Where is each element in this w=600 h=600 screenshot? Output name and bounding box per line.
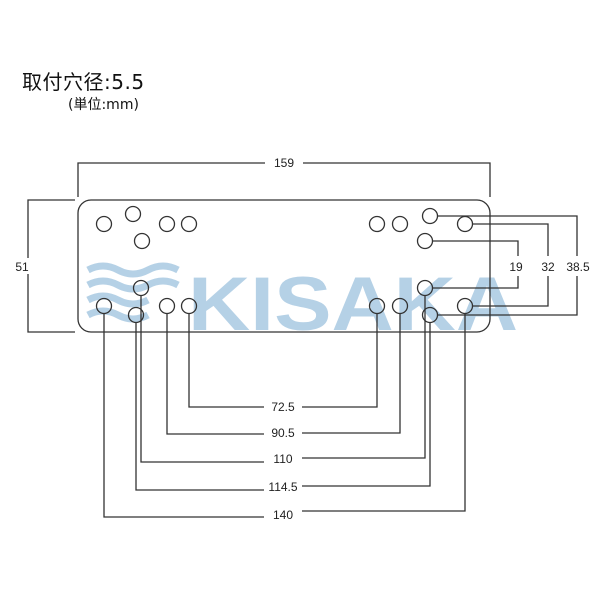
dim-label-38-5: 38.5 [566,260,590,274]
watermark-text: KISAKA [188,262,518,347]
mounting-hole-diameter-title: 取付穴径:5.5 [22,70,145,94]
dimension-140: 140 [103,313,466,522]
dimension-110: 110 [140,295,426,466]
mounting-hole [124,205,142,223]
dimension-height: 51 [10,199,75,333]
dimension-38-5: 38.5 [437,215,590,316]
dimension-72-5: 72.5 [188,313,378,414]
unit-label: (単位:mm) [68,97,139,113]
dimension-19: 19 [432,240,523,289]
mounting-hole [368,215,386,233]
mounting-hole [456,215,474,233]
mounting-hole [95,215,113,233]
dim-label-51: 51 [15,260,29,274]
mounting-hole [180,215,198,233]
kisaka-watermark-logo: KISAKA [86,262,518,347]
dim-label-110: 110 [273,452,292,466]
dim-label-19: 19 [509,260,523,274]
dim-label-72-5: 72.5 [271,400,295,414]
mounting-hole [391,215,409,233]
mounting-hole [158,215,176,233]
plate-outline [77,199,491,333]
dim-label-90-5: 90.5 [271,426,295,440]
mounting-hole [158,297,176,315]
mounting-hole [416,232,434,250]
dim-label-32: 32 [541,260,555,274]
mounting-hole [133,232,151,250]
dim-label-140: 140 [273,508,293,522]
mounting-hole [421,207,439,225]
dim-label-159: 159 [274,156,294,170]
dimension-32: 32 [472,223,555,307]
dimension-width: 159 [77,156,491,197]
dim-label-114-5: 114.5 [268,480,297,494]
dimension-90-5: 90.5 [166,313,401,440]
dimension-114-5: 114.5 [135,322,431,494]
